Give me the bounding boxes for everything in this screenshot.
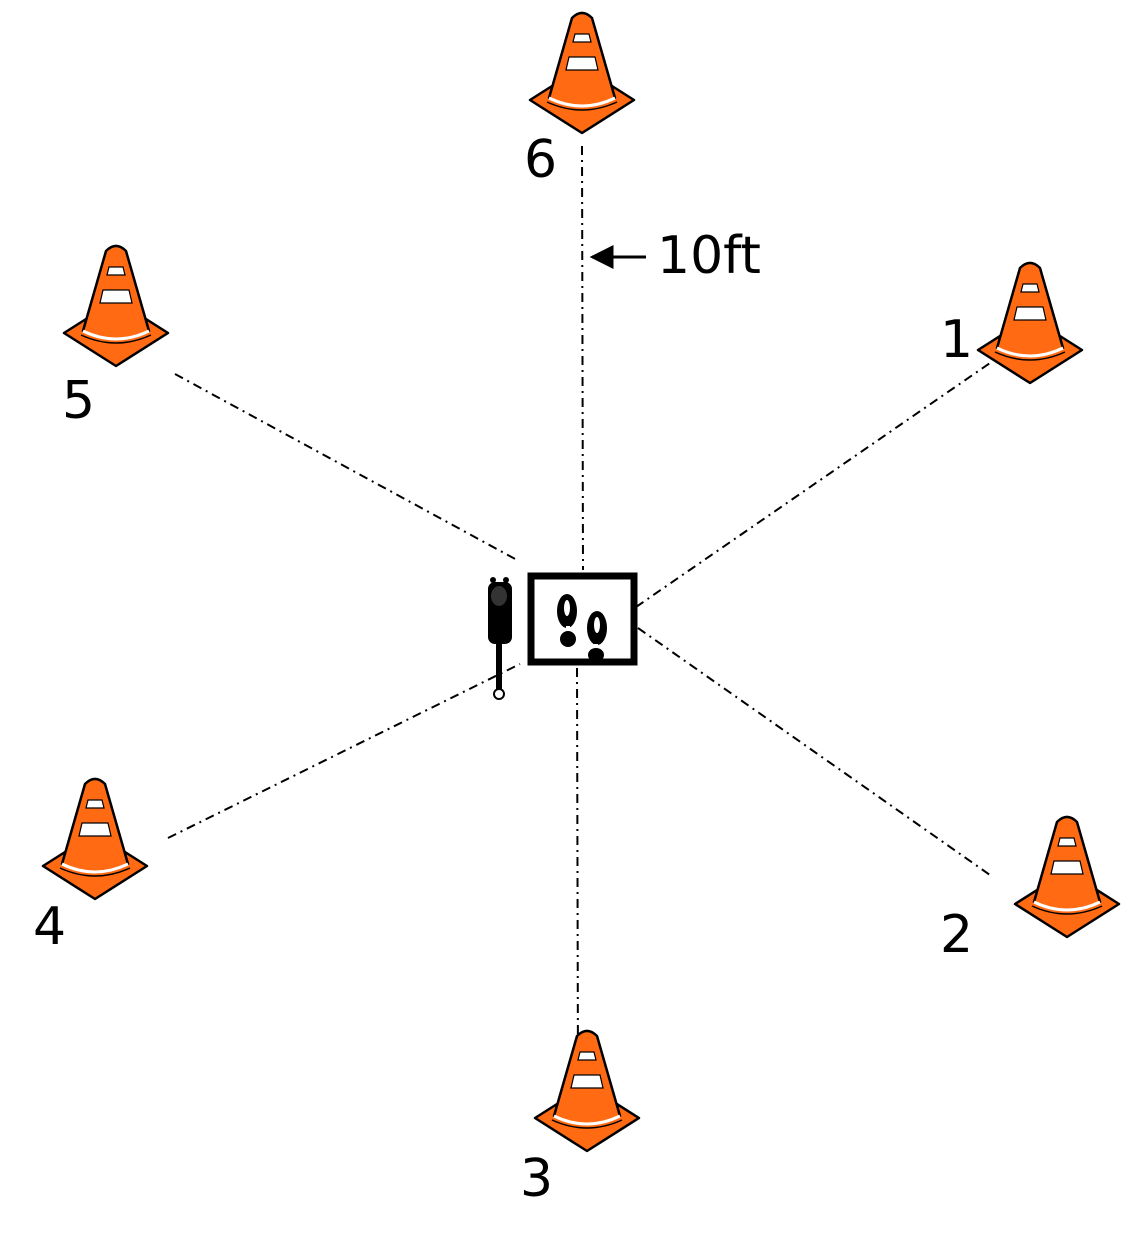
spoke-line-4 (167, 663, 521, 839)
cone-2 (1013, 815, 1121, 939)
cone-label-5: 5 (62, 371, 95, 431)
cone-label-6: 6 (524, 130, 557, 190)
distance-label: 10ft (657, 226, 761, 286)
spoke-line-3 (576, 667, 579, 1081)
spoke-line-1 (635, 362, 991, 608)
cone-label-3: 3 (520, 1149, 553, 1209)
cone-label-2: 2 (940, 905, 973, 965)
cone-3 (533, 1029, 641, 1153)
spoke-line-2 (637, 627, 991, 876)
cone-label-1: 1 (940, 310, 973, 370)
cone-5 (62, 244, 170, 368)
cone-6 (528, 11, 636, 135)
footprints-icon (557, 594, 607, 662)
handheld-device-icon (488, 577, 512, 700)
cone-1 (976, 261, 1084, 385)
cone-4 (41, 777, 149, 901)
spoke-line-6 (581, 145, 584, 571)
spoke-line-5 (174, 373, 518, 561)
start-box (527, 572, 638, 666)
cone-label-4: 4 (33, 897, 66, 957)
